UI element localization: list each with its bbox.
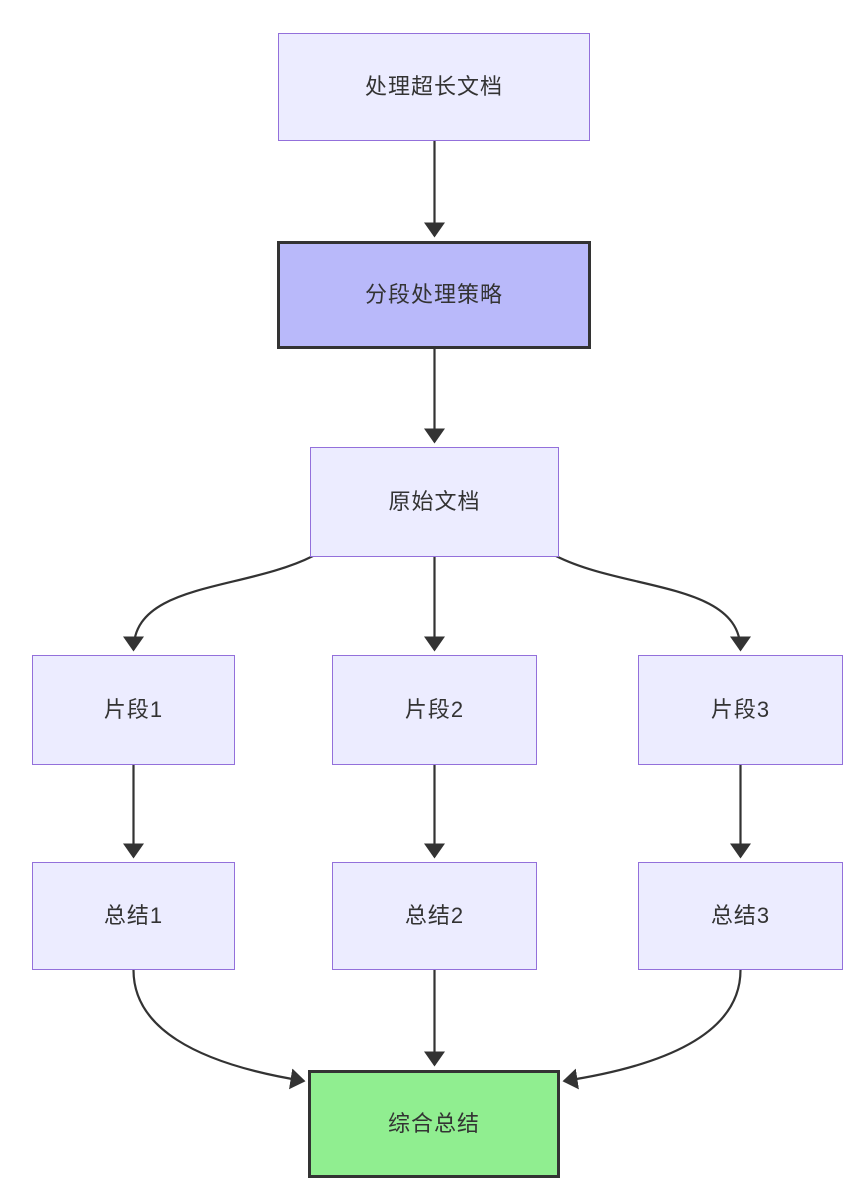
node-summary-3-label: 总结3 bbox=[710, 903, 771, 928]
node-chunk-3: 片段3 bbox=[638, 655, 843, 765]
node-source-doc: 原始文档 bbox=[310, 447, 559, 557]
node-summary-2: 总结2 bbox=[332, 862, 537, 970]
node-source-doc-label: 原始文档 bbox=[388, 489, 481, 514]
node-chunk-2-label: 片段2 bbox=[404, 697, 465, 722]
edge-doc-chunk3 bbox=[555, 555, 751, 652]
node-final-summary-label: 综合总结 bbox=[387, 1111, 480, 1136]
node-final-summary: 综合总结 bbox=[308, 1070, 560, 1178]
node-start-label: 处理超长文档 bbox=[364, 74, 503, 99]
node-chunk-1-label: 片段1 bbox=[103, 697, 164, 722]
node-summary-2-label: 总结2 bbox=[404, 903, 465, 928]
node-summary-1: 总结1 bbox=[32, 862, 235, 970]
edge-summary3-final bbox=[562, 969, 742, 1090]
node-summary-1-label: 总结1 bbox=[103, 903, 164, 928]
node-chunk-1: 片段1 bbox=[32, 655, 235, 765]
edge-doc-chunk1 bbox=[123, 555, 314, 652]
node-summary-3: 总结3 bbox=[638, 862, 843, 970]
node-start: 处理超长文档 bbox=[278, 33, 590, 141]
node-chunk-3-label: 片段3 bbox=[710, 697, 771, 722]
node-chunk-2: 片段2 bbox=[332, 655, 537, 765]
node-strategy: 分段处理策略 bbox=[277, 241, 591, 349]
node-strategy-label: 分段处理策略 bbox=[364, 282, 503, 307]
edge-summary1-final bbox=[132, 969, 306, 1090]
